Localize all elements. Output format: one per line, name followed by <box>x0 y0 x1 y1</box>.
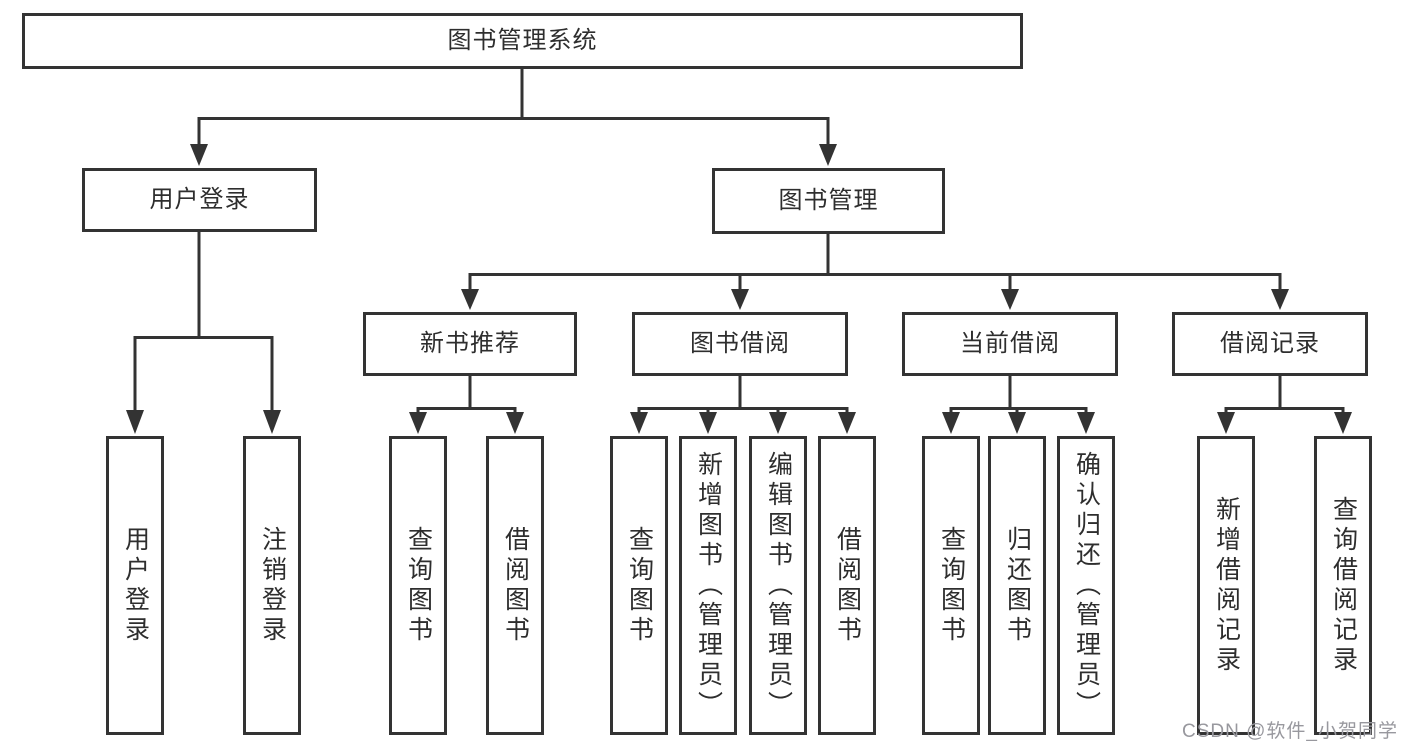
node-library-system: 图书管理系统 <box>22 13 1023 69</box>
arrowhead-icon <box>126 410 144 434</box>
arrowheads <box>126 144 1352 434</box>
node-label: 借阅图书 <box>501 525 530 646</box>
csdn-watermark: CSDN @软件_小贺同学 <box>1182 721 1398 742</box>
connector-new-book-recommend <box>416 376 517 414</box>
arrowhead-icon <box>1217 412 1235 434</box>
node-user-login: 用户登录 <box>82 168 317 232</box>
arrowhead-icon <box>731 289 749 310</box>
node-label: 归还图书 <box>1003 525 1032 646</box>
node-borrow-records: 借阅记录 <box>1172 312 1368 376</box>
leaf-query-borrow-record: 查询借阅记录 <box>1314 436 1372 735</box>
leaf-user-login: 用户登录 <box>106 436 164 735</box>
node-label: 确认归还（管理员） <box>1072 450 1101 721</box>
arrowhead-icon <box>630 412 648 434</box>
node-label: 借阅记录 <box>1220 330 1320 357</box>
arrowhead-icon <box>409 412 427 434</box>
node-label: 查询图书 <box>625 525 654 646</box>
node-label: 图书借阅 <box>690 330 790 357</box>
leaf-query-books-recommend: 查询图书 <box>389 436 447 735</box>
node-label: 查询借阅记录 <box>1329 495 1358 676</box>
node-label: 查询图书 <box>937 525 966 646</box>
node-label: 编辑图书（管理员） <box>764 450 793 721</box>
leaf-confirm-return-admin: 确认归还（管理员） <box>1057 436 1115 735</box>
node-book-management: 图书管理 <box>712 168 945 234</box>
arrowhead-icon <box>506 412 524 434</box>
arrowhead-icon <box>1271 289 1289 310</box>
connector-current-borrow <box>949 376 1088 414</box>
arrowhead-icon <box>819 144 837 166</box>
node-label: 当前借阅 <box>960 330 1060 357</box>
node-book-borrow: 图书借阅 <box>632 312 848 376</box>
node-label: 图书管理系统 <box>447 27 598 54</box>
node-label: 用户登录 <box>149 186 250 213</box>
arrowhead-icon <box>1008 412 1026 434</box>
node-label: 用户登录 <box>121 525 150 646</box>
leaf-query-books-borrow: 查询图书 <box>610 436 668 735</box>
node-new-book-recommend: 新书推荐 <box>363 312 577 376</box>
arrowhead-icon <box>699 412 717 434</box>
leaf-return-books: 归还图书 <box>988 436 1046 735</box>
arrowhead-icon <box>461 289 479 310</box>
node-label: 新增图书（管理员） <box>694 450 723 721</box>
arrowhead-icon <box>838 412 856 434</box>
node-label: 借阅图书 <box>833 525 862 646</box>
arrowhead-icon <box>1001 289 1019 310</box>
node-label: 查询图书 <box>404 525 433 646</box>
leaf-edit-book-admin: 编辑图书（管理员） <box>749 436 807 735</box>
node-label: 新增借阅记录 <box>1212 495 1241 676</box>
leaf-add-book-admin: 新增图书（管理员） <box>679 436 737 735</box>
node-label: 新书推荐 <box>420 330 520 357</box>
leaf-add-borrow-record: 新增借阅记录 <box>1197 436 1255 735</box>
arrowhead-icon <box>769 412 787 434</box>
arrowhead-icon <box>1334 412 1352 434</box>
leaf-query-books-current: 查询图书 <box>922 436 980 735</box>
arrowhead-icon <box>942 412 960 434</box>
arrowhead-icon <box>263 410 281 434</box>
connector-root <box>197 69 830 147</box>
node-current-borrow: 当前借阅 <box>902 312 1118 376</box>
node-label: 图书管理 <box>778 187 879 214</box>
arrowhead-icon <box>1077 412 1095 434</box>
connector-borrow-records <box>1224 376 1345 414</box>
connector-user-login <box>133 232 274 412</box>
connector-book-management <box>468 234 1282 290</box>
connector-book-borrow <box>637 376 849 414</box>
leaf-borrow-books-recommend: 借阅图书 <box>486 436 544 735</box>
node-label: 注销登录 <box>258 525 287 646</box>
arrowhead-icon <box>190 144 208 166</box>
leaf-borrow-books-borrow: 借阅图书 <box>818 436 876 735</box>
leaf-logout: 注销登录 <box>243 436 301 735</box>
